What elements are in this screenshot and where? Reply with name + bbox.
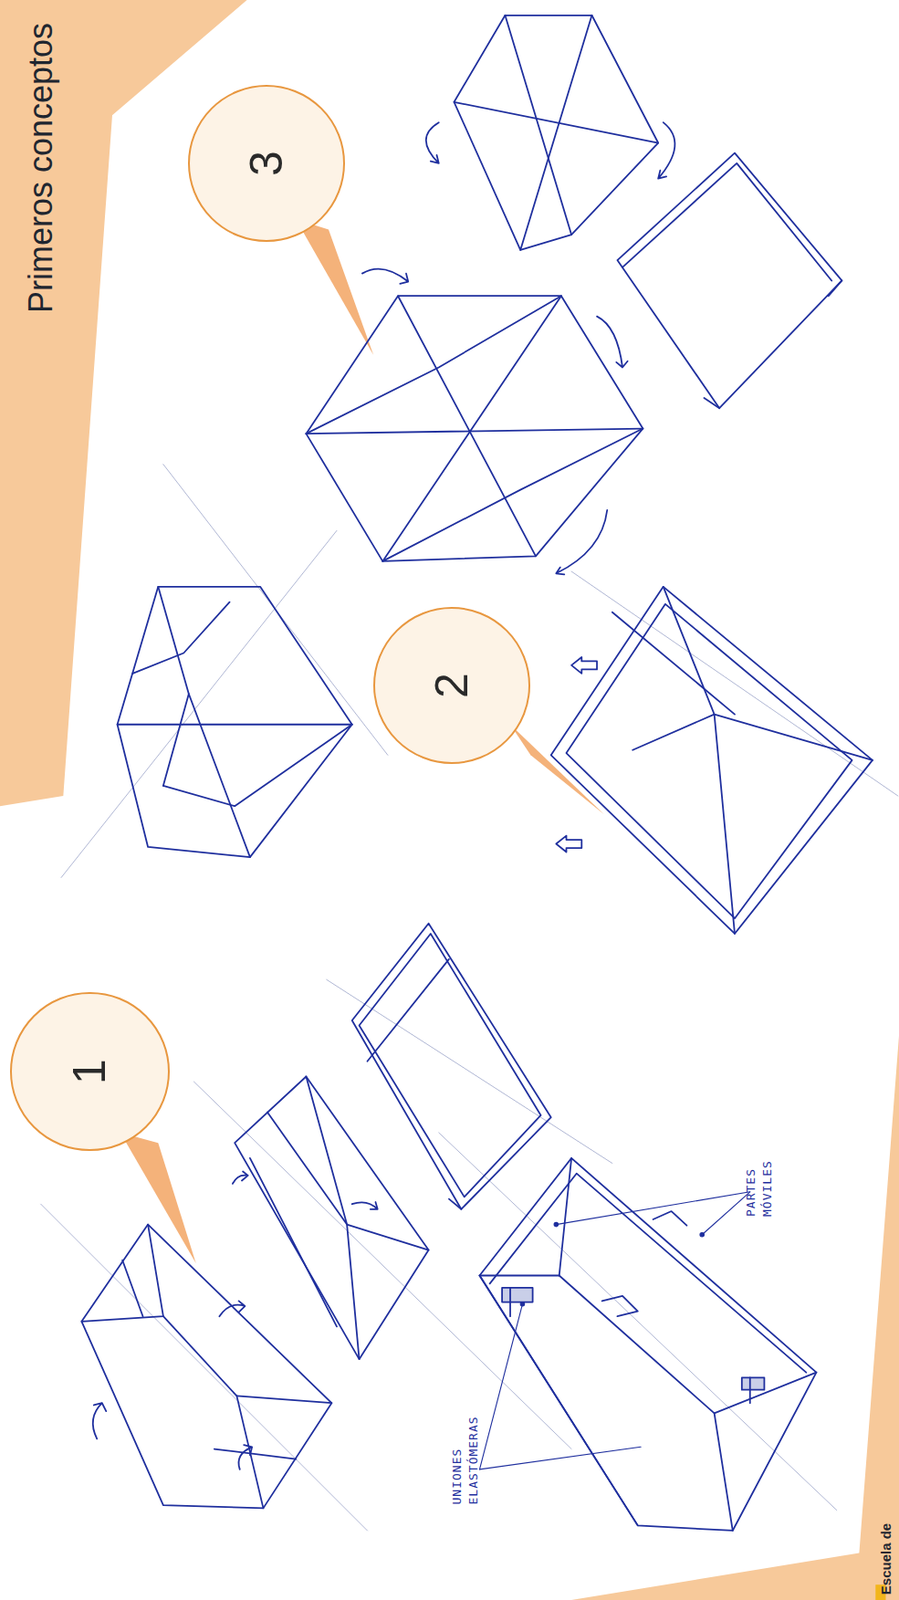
callout-tail [295, 219, 374, 356]
footer-text: Escuela de [878, 1523, 894, 1595]
part-label: PARTES MÓVILES [742, 1150, 775, 1217]
box-sketch [81, 1224, 332, 1509]
hexagon-sketch [305, 295, 643, 562]
callout-tail [510, 724, 605, 815]
footer-band [571, 1035, 899, 1600]
callout-number: 1 [66, 1058, 113, 1085]
part-label: UNIONES ELASTÓMERAS [449, 1418, 481, 1506]
callout-tail [120, 1132, 197, 1264]
callout-number: 3 [243, 150, 290, 177]
callout-number: 2 [428, 672, 475, 699]
callout-circle: 2 [373, 606, 531, 764]
callout-circle: 3 [188, 84, 345, 242]
callout-circle: 1 [10, 992, 169, 1151]
page-title: Primeros conceptos [21, 22, 61, 314]
